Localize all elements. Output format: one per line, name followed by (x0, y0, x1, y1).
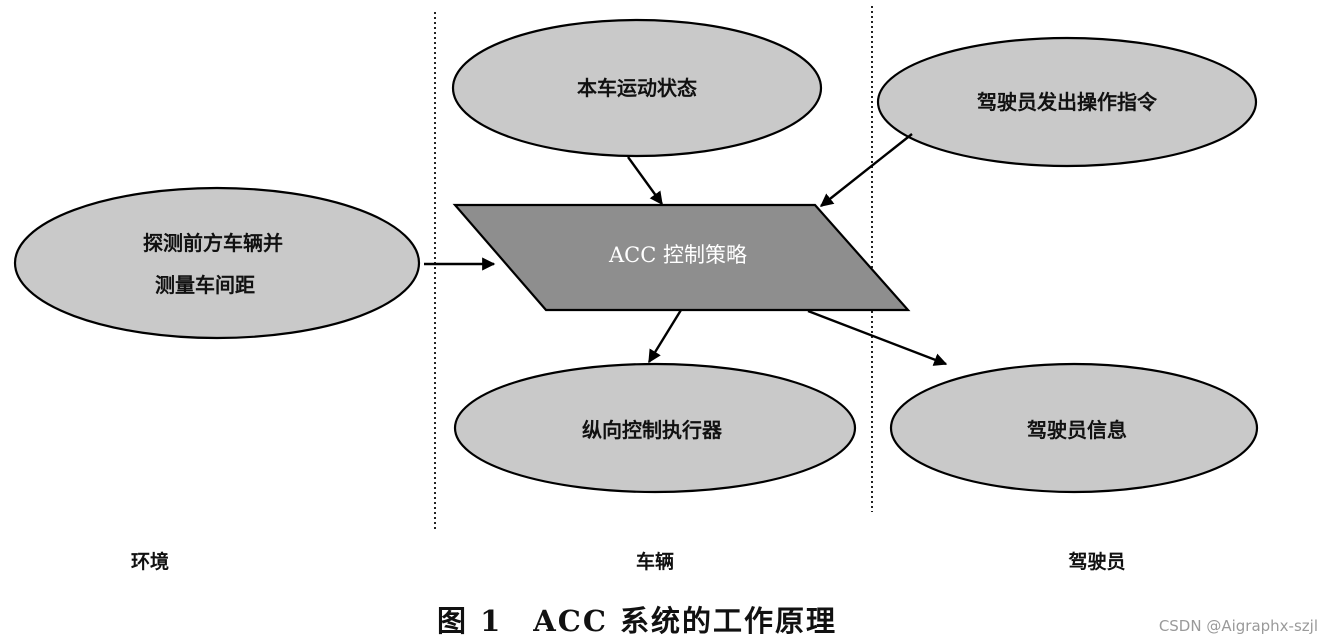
arrow-policy-to-driver-info (807, 309, 948, 366)
arrow-command-to-policy (819, 133, 913, 207)
zone-label-environment: 环境 (131, 550, 169, 573)
detect-vehicle-node: 探测前方车辆并 测量车间距 (13, 186, 421, 340)
driver-command-ellipse (876, 36, 1258, 168)
vehicle-motion-state-label: 本车运动状态 (577, 76, 697, 100)
watermark-text: CSDN @Aigraphx-szjl (1159, 617, 1318, 635)
arrow-policy-to-actuator (647, 309, 683, 364)
driver-info-ellipse (889, 362, 1259, 494)
vehicle-motion-state-ellipse (451, 18, 823, 158)
longitudinal-actuator-label: 纵向控制执行器 (582, 418, 723, 442)
zone-label-driver: 驾驶员 (1068, 550, 1125, 573)
detect-vehicle-ellipse (13, 186, 421, 340)
detect-vehicle-label-line1: 探测前方车辆并 (143, 231, 283, 255)
driver-info-label: 驾驶员信息 (1027, 418, 1127, 442)
figure-caption: 图 1 ACC 系统的工作原理 (437, 604, 837, 638)
driver-command-label: 驾驶员发出操作指令 (977, 90, 1158, 114)
zone-label-vehicle: 车辆 (636, 550, 674, 573)
acc-policy-node: ACC 控制策略 (452, 203, 911, 312)
vehicle-motion-state-node: 本车运动状态 (451, 18, 823, 158)
detect-vehicle-label-line2: 测量车间距 (155, 273, 255, 297)
acc-policy-parallelogram (452, 203, 911, 312)
driver-info-node: 驾驶员信息 (889, 362, 1259, 494)
longitudinal-actuator-node: 纵向控制执行器 (453, 362, 857, 494)
arrow-motion-to-policy (627, 156, 663, 206)
acc-policy-label: ACC 控制策略 (608, 243, 747, 267)
longitudinal-actuator-ellipse (453, 362, 857, 494)
driver-command-node: 驾驶员发出操作指令 (876, 36, 1258, 168)
